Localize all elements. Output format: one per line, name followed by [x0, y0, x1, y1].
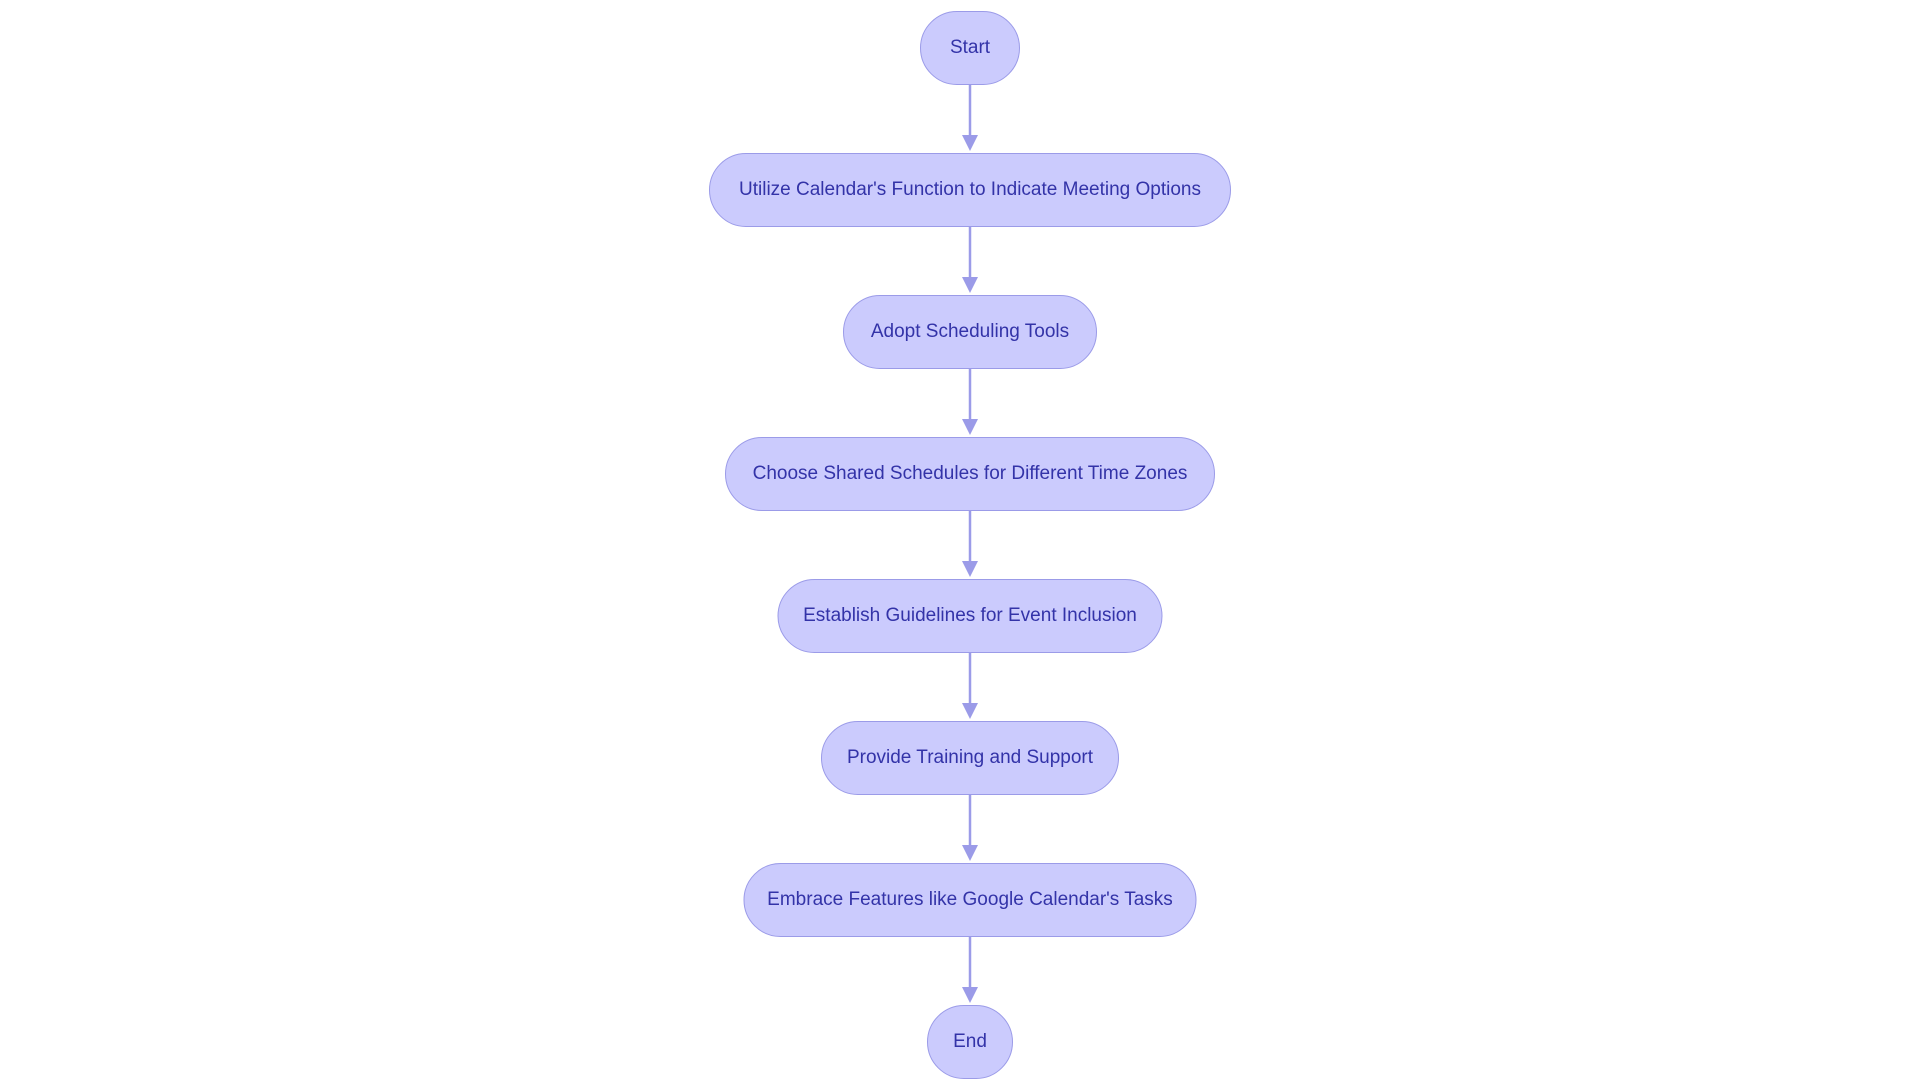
arrowhead-scheduling-tools: [962, 277, 978, 293]
node-adopt-scheduling-tools: Adopt Scheduling Tools: [843, 295, 1097, 369]
node-embrace-google-tasks: Embrace Features like Google Calendar's …: [743, 863, 1197, 937]
arrowhead-shared-schedules: [962, 419, 978, 435]
node-establish-guidelines: Establish Guidelines for Event Inclusion: [777, 579, 1163, 653]
arrowhead-training-support: [962, 703, 978, 719]
arrowhead-event-guidelines: [962, 561, 978, 577]
node-end: End: [927, 1005, 1013, 1079]
arrowhead-calendar-function: [962, 135, 978, 151]
arrowhead-end: [962, 987, 978, 1003]
node-provide-training-support: Provide Training and Support: [821, 721, 1119, 795]
node-choose-shared-schedules: Choose Shared Schedules for Different Ti…: [725, 437, 1215, 511]
node-start: Start: [920, 11, 1020, 85]
arrowhead-google-tasks: [962, 845, 978, 861]
node-utilize-calendar-function: Utilize Calendar's Function to Indicate …: [709, 153, 1231, 227]
